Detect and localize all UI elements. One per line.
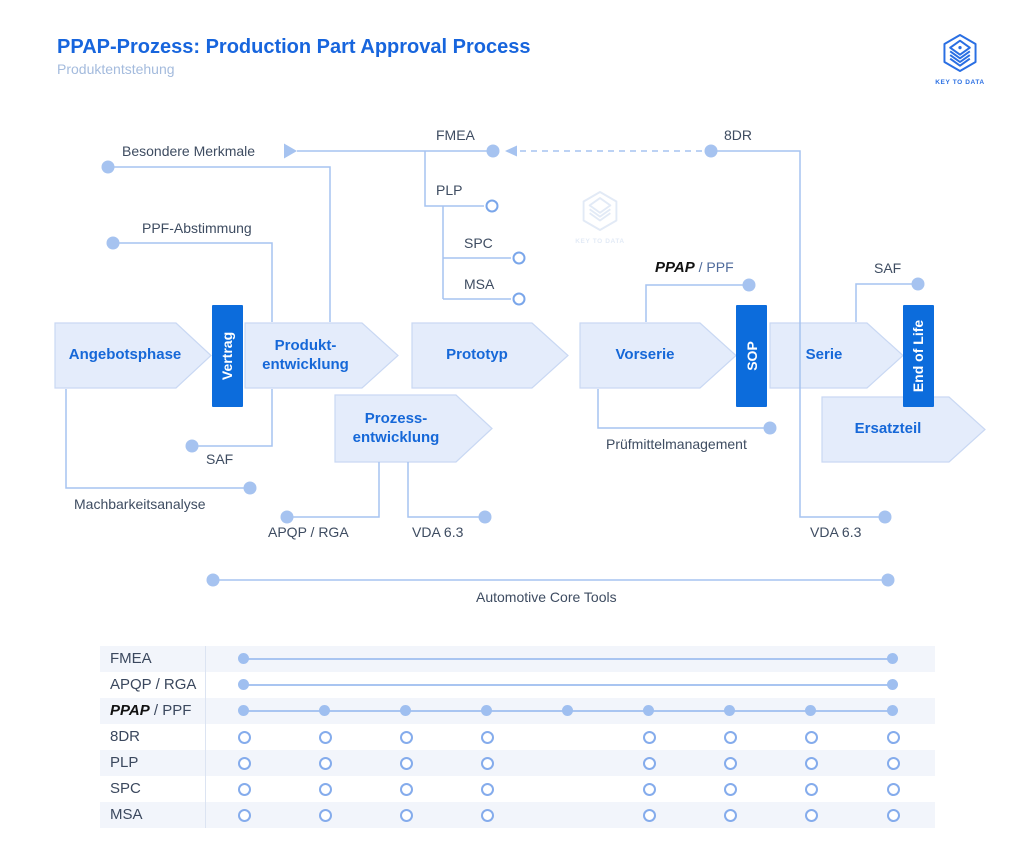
matrix-row-label-8dr: 8DR <box>110 728 141 745</box>
matrix-row-label-apqp-rga: APQP / RGA <box>110 676 197 693</box>
matrix-row-label-msa: MSA <box>110 806 143 823</box>
matrix-filled-dot <box>399 704 411 716</box>
matrix-open-circle <box>480 808 494 822</box>
matrix-filled-dot <box>643 704 655 716</box>
milestone-vertrag: Vertrag <box>212 305 243 407</box>
milestone-end-of-life: End of Life <box>903 305 934 407</box>
watermark-logo: KEY TO DATA <box>566 190 634 245</box>
open-endpoint-circles <box>485 199 526 306</box>
vda63-left-label: VDA 6.3 <box>412 524 464 540</box>
phase-prototyp: Prototyp <box>446 346 508 364</box>
matrix-open-circle <box>886 756 900 770</box>
matrix-open-circle <box>480 756 494 770</box>
hexagon-layers-icon <box>581 191 619 236</box>
milestone-sop: SOP <box>736 305 767 407</box>
phase-angebotsphase: Angebotsphase <box>68 346 182 364</box>
matrix-filled-dot <box>237 678 249 690</box>
matrix-open-circle <box>805 756 819 770</box>
8dr-label: 8DR <box>724 127 753 143</box>
phase-vorserie: Vorserie <box>615 346 675 364</box>
matrix-open-circle <box>237 730 251 744</box>
matrix-connector-line <box>244 684 893 686</box>
spc-label: SPC <box>464 235 493 251</box>
matrix-divider <box>205 646 206 828</box>
plp-label: PLP <box>436 182 463 198</box>
saf-right-label: SAF <box>874 260 902 276</box>
endpoint-dots <box>101 143 925 587</box>
phase-prozessentwicklung: Prozess-entwicklung <box>352 409 440 446</box>
matrix-filled-dot <box>562 704 573 716</box>
matrix-open-circle <box>643 730 657 744</box>
matrix-open-circle <box>399 756 413 770</box>
matrix-open-circle <box>237 782 251 796</box>
matrix-filled-dot <box>318 704 330 716</box>
matrix-filled-dot <box>237 704 249 716</box>
machbarkeitsanalyse-label: Machbarkeitsanalyse <box>74 496 206 512</box>
automotive-core-tools-label: Automotive Core Tools <box>476 589 617 605</box>
matrix-open-circle <box>480 782 494 796</box>
matrix-open-circle <box>724 808 738 822</box>
matrix-filled-dot <box>237 652 249 664</box>
ppf-abstimmung-label: PPF-Abstimmung <box>142 220 252 236</box>
matrix-open-circle <box>886 782 900 796</box>
pruefmittelmanagement-label: Prüfmittelmanagement <box>606 436 747 452</box>
right-triangle-icon <box>284 143 297 159</box>
matrix-filled-dot <box>805 704 817 716</box>
vda63-right-label: VDA 6.3 <box>810 524 862 540</box>
matrix-open-circle <box>724 756 738 770</box>
watermark-wordmark: KEY TO DATA <box>575 238 625 245</box>
matrix-filled-dot <box>886 704 898 716</box>
matrix-open-circle <box>318 782 332 796</box>
connector-lines <box>65 150 918 581</box>
key-to-data-logo: KEY TO DATA <box>928 33 992 86</box>
matrix-open-circle <box>318 808 332 822</box>
matrix-row-label-fmea: FMEA <box>110 650 152 667</box>
matrix-open-circle <box>805 782 819 796</box>
matrix-open-circle <box>399 808 413 822</box>
ppap-ppf-label: PPAP / PPF <box>655 259 734 276</box>
matrix-open-circle <box>805 730 819 744</box>
phase-ersatzteil: Ersatzteil <box>854 420 922 438</box>
matrix-filled-dot <box>886 652 898 664</box>
phase-serie: Serie <box>805 346 843 364</box>
matrix-connector-line <box>244 658 893 660</box>
matrix-open-circle <box>318 730 332 744</box>
msa-label: MSA <box>464 276 495 292</box>
fmea-label: FMEA <box>436 127 475 143</box>
matrix-open-circle <box>805 808 819 822</box>
matrix-filled-dot <box>480 704 492 716</box>
apqp-rga-label: APQP / RGA <box>268 524 349 540</box>
page-subtitle: Produktentstehung <box>57 61 175 77</box>
matrix-open-circle <box>318 756 332 770</box>
phase-produktentwicklung: Produkt-entwicklung <box>262 336 349 373</box>
matrix-open-circle <box>886 808 900 822</box>
page-title: PPAP-Prozess: Production Part Approval P… <box>57 36 531 58</box>
matrix-open-circle <box>643 808 657 822</box>
matrix-open-circle <box>480 730 494 744</box>
matrix-open-circle <box>643 782 657 796</box>
phase-arrow-shapes <box>54 322 986 463</box>
matrix-open-circle <box>237 808 251 822</box>
left-arrowhead-icon <box>505 145 517 157</box>
logo-wordmark: KEY TO DATA <box>935 79 985 86</box>
matrix-open-circle <box>399 782 413 796</box>
matrix-row-label-ppap-ppf: PPAP / PPF <box>110 702 192 719</box>
besondere-merkmale-label: Besondere Merkmale <box>122 143 256 159</box>
hexagon-layers-icon <box>942 34 978 77</box>
matrix-filled-dot <box>886 678 898 690</box>
matrix-open-circle <box>643 756 657 770</box>
matrix-row-label-spc: SPC <box>110 780 141 797</box>
matrix-open-circle <box>724 782 738 796</box>
matrix-open-circle <box>724 730 738 744</box>
matrix-open-circle <box>886 730 900 744</box>
matrix-open-circle <box>237 756 251 770</box>
matrix-open-circle <box>399 730 413 744</box>
matrix-filled-dot <box>724 704 736 716</box>
matrix-row-label-plp: PLP <box>110 754 139 771</box>
saf-left-label: SAF <box>206 451 234 467</box>
